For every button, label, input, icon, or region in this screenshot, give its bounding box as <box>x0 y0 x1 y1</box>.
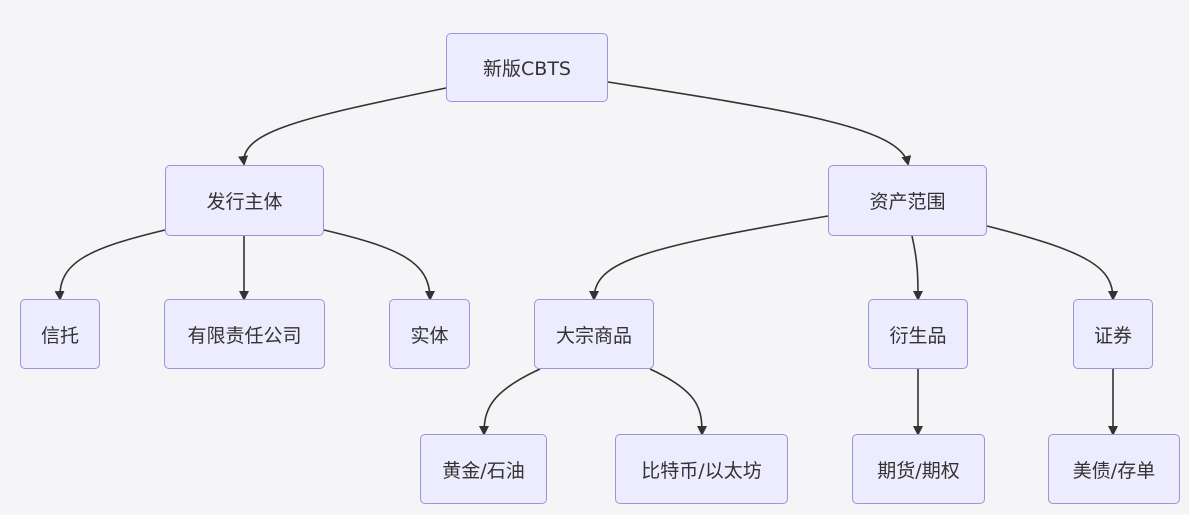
node-derivative: 衍生品 <box>868 299 968 369</box>
edge-assets-derivative <box>911 235 923 301</box>
edge-assets-commodity <box>589 215 829 301</box>
node-commodity: 大宗商品 <box>534 299 654 369</box>
node-futures-options: 期货/期权 <box>852 434 985 504</box>
node-label: 发行主体 <box>206 191 283 213</box>
node-security: 证券 <box>1073 299 1153 369</box>
node-label: 黄金/石油 <box>442 459 525 482</box>
edge-issuer-entity <box>323 229 435 301</box>
node-label: 实体 <box>410 324 449 347</box>
edge-assets-security <box>986 225 1118 301</box>
node-label: 比特币/以太坊 <box>641 459 762 482</box>
node-label: 大宗商品 <box>555 324 632 347</box>
node-label: 信托 <box>40 324 79 347</box>
node-treasury-deposit: 美债/存单 <box>1048 434 1180 504</box>
node-entity: 实体 <box>389 299 470 369</box>
node-label: 新版CBTS <box>483 58 571 80</box>
node-label: 美债/存单 <box>1072 459 1156 482</box>
node-llc: 有限责任公司 <box>164 299 325 369</box>
edge-root-issuer <box>238 87 447 166</box>
node-gold-oil: 黄金/石油 <box>420 434 547 504</box>
edge-commodity-goldoil <box>479 368 541 436</box>
node-assets: 资产范围 <box>828 165 987 236</box>
edge-root-assets <box>607 81 912 166</box>
node-btc-eth: 比特币/以太坊 <box>615 434 788 504</box>
node-root: 新版CBTS <box>446 33 608 102</box>
node-label: 证券 <box>1093 324 1132 347</box>
node-trust: 信托 <box>20 299 100 369</box>
node-label: 资产范围 <box>869 191 946 213</box>
node-label: 期货/期权 <box>877 459 960 482</box>
edge-commodity-btceth <box>649 368 707 436</box>
node-issuer: 发行主体 <box>165 165 324 236</box>
edge-issuer-trust <box>54 229 166 301</box>
node-label: 有限责任公司 <box>187 324 302 347</box>
node-label: 衍生品 <box>889 324 947 347</box>
